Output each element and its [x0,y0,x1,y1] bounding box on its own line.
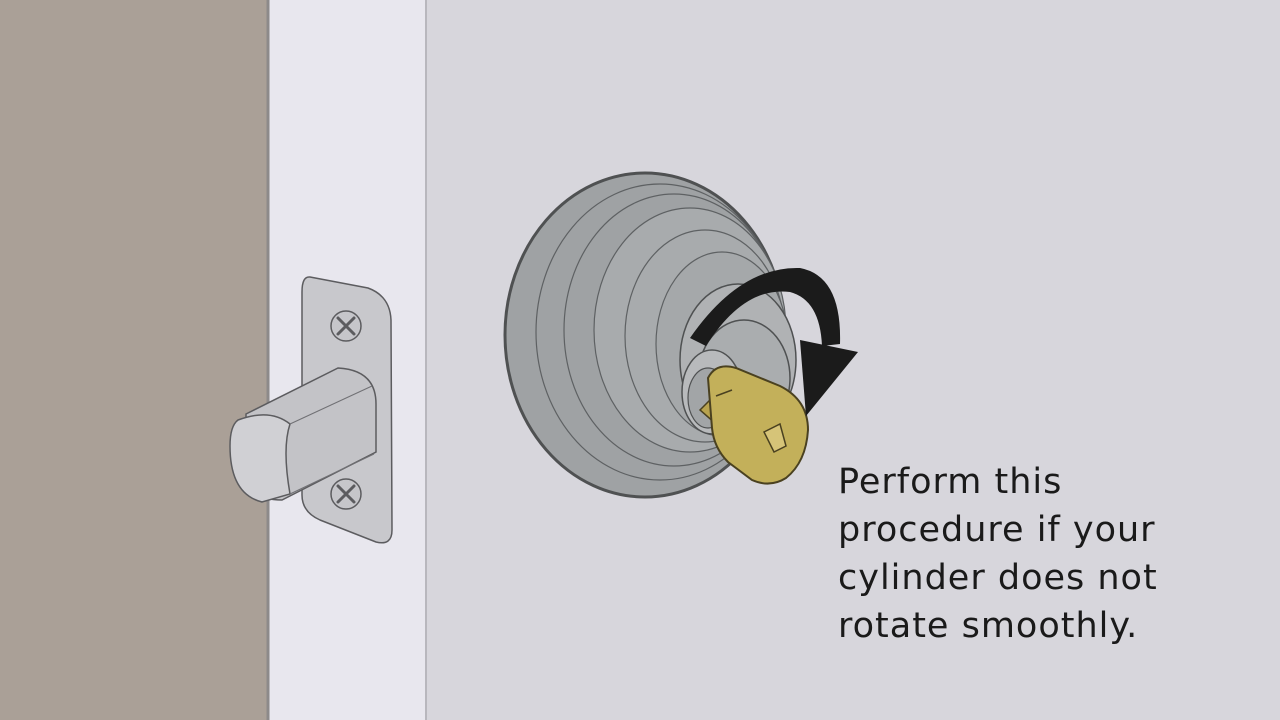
instruction-caption: Perform this procedure if your cylinder … [838,458,1258,650]
caption-line-1: Perform this [838,462,1063,502]
caption-line-3: cylinder does not [838,558,1158,598]
deadbolt-latch [229,367,377,503]
caption-line-2: procedure if your [838,510,1156,550]
door-edge [0,0,268,720]
caption-line-4: rotate smoothly. [838,606,1139,646]
phillips-screw-icon [330,310,362,342]
phillips-screw-icon [330,478,362,510]
curved-rotation-arrow-icon [690,267,858,416]
key-icon [698,365,810,485]
